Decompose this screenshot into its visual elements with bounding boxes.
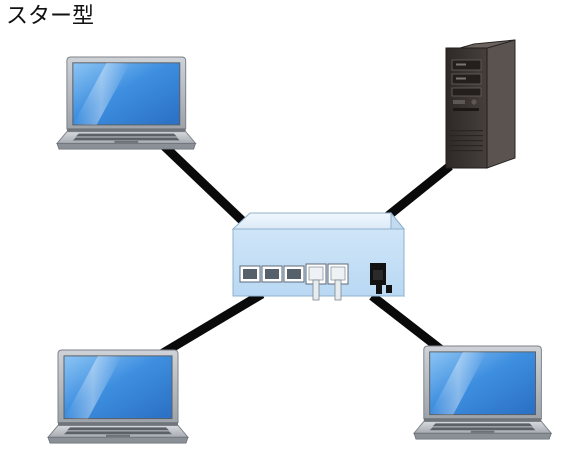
cable-top-left: [158, 140, 256, 234]
page-title: スター型: [6, 4, 95, 29]
laptop-icon: [413, 345, 552, 440]
cable-bottom-left: [155, 290, 265, 360]
network-switch-icon: [231, 211, 406, 301]
power-jack: [370, 263, 392, 294]
ethernet-ports: [239, 265, 305, 283]
cable-bottom-right: [369, 292, 451, 359]
network-cables: [155, 140, 453, 360]
laptop-icon: [56, 56, 197, 150]
tower-server-icon: [445, 39, 516, 169]
laptop-icon: [47, 349, 189, 444]
plugged-connectors: [305, 263, 349, 301]
